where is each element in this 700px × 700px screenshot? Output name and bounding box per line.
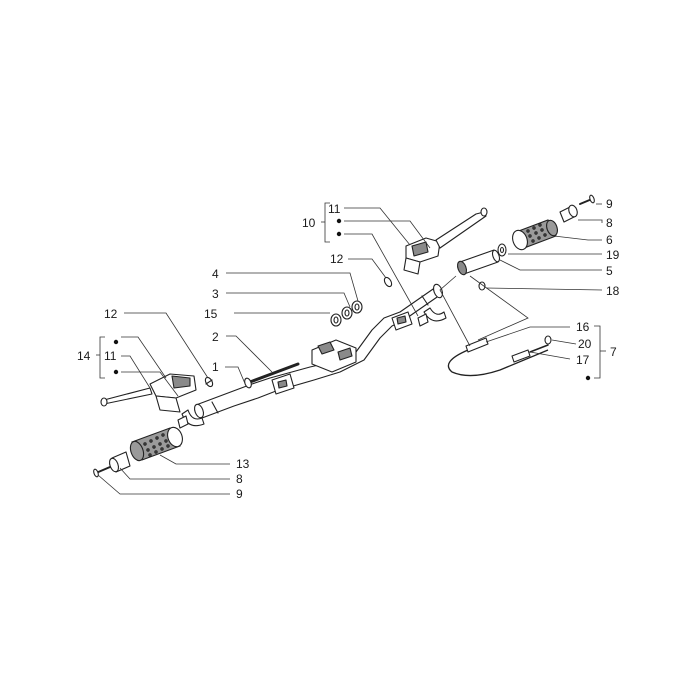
right-bar-end <box>559 204 578 223</box>
left-bar-end <box>108 451 131 473</box>
right-grip <box>512 219 558 251</box>
label-20: 20 <box>578 337 592 351</box>
handlebar-tube <box>193 283 444 419</box>
label-14: 14 <box>77 349 91 363</box>
left-pin-screw <box>204 376 214 388</box>
label-8-left: 8 <box>236 472 243 486</box>
left-clamp <box>177 409 205 429</box>
label-1: 1 <box>212 360 219 374</box>
washer-19 <box>497 243 507 257</box>
label-11-left: 11 <box>104 349 117 363</box>
label-2: 2 <box>212 330 219 344</box>
nut-washer-set <box>330 300 363 327</box>
label-9-left: 9 <box>236 487 243 501</box>
label-19: 19 <box>606 248 620 262</box>
label-8-right: 8 <box>606 216 613 230</box>
label-4: 4 <box>212 267 219 281</box>
label-9-right: 9 <box>606 197 613 211</box>
label-16: 16 <box>576 320 590 334</box>
left-grip <box>129 426 183 462</box>
label-12-left: 12 <box>104 307 118 321</box>
right-pin-screw <box>383 276 393 288</box>
label-7: 7 <box>610 345 617 359</box>
throttle-cable <box>447 335 552 377</box>
right-brake-lever <box>403 207 488 275</box>
label-15: 15 <box>204 307 218 321</box>
right-bar-end-screw <box>579 194 595 205</box>
right-clamp <box>417 307 447 327</box>
label-3: 3 <box>212 287 219 301</box>
left-bar-end-screw <box>93 466 111 478</box>
label-5: 5 <box>606 264 613 278</box>
label-6: 6 <box>606 233 613 247</box>
callout-labels: 1 2 3 4 15 12 12 14 11 10 11 13 8 9 9 8 … <box>77 197 620 501</box>
label-13: 13 <box>236 457 250 471</box>
throttle-tube <box>456 249 501 276</box>
left-brake-lever <box>100 373 197 413</box>
label-11-right: 11 <box>328 202 341 216</box>
label-10: 10 <box>302 216 316 230</box>
leader-lines <box>96 202 606 495</box>
label-17: 17 <box>576 353 590 367</box>
label-18: 18 <box>606 284 620 298</box>
handlebar-clamp-block <box>271 311 413 395</box>
bracket-dots <box>113 218 591 381</box>
label-12-right: 12 <box>330 252 344 266</box>
